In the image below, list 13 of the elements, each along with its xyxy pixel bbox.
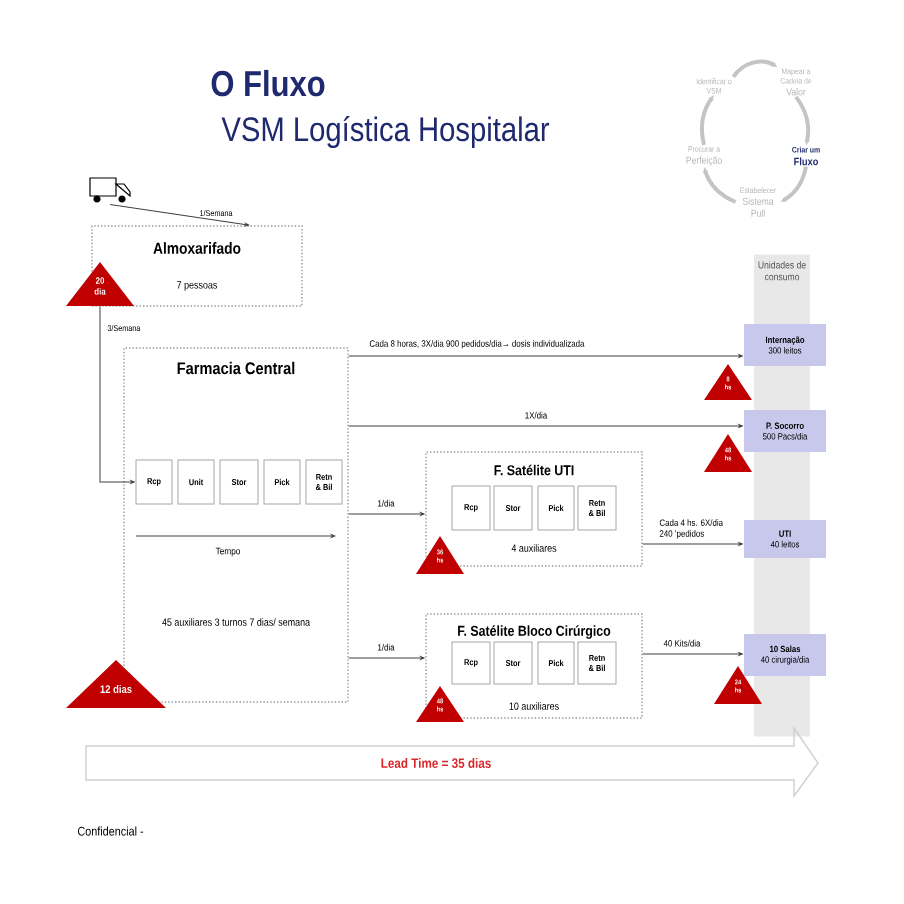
arrow — [699, 95, 714, 146]
arrow — [348, 354, 743, 358]
arrow — [109, 203, 250, 227]
arrow — [348, 512, 425, 516]
arrow — [642, 652, 743, 656]
arrow — [348, 424, 743, 428]
arrow — [642, 542, 743, 546]
arrow — [348, 656, 425, 660]
truck-icon — [89, 177, 131, 203]
title: O Fluxo — [211, 69, 325, 97]
arrow — [99, 305, 135, 484]
arrow — [703, 167, 737, 204]
subtitle: VSM Logística Hospitalar — [221, 115, 550, 149]
